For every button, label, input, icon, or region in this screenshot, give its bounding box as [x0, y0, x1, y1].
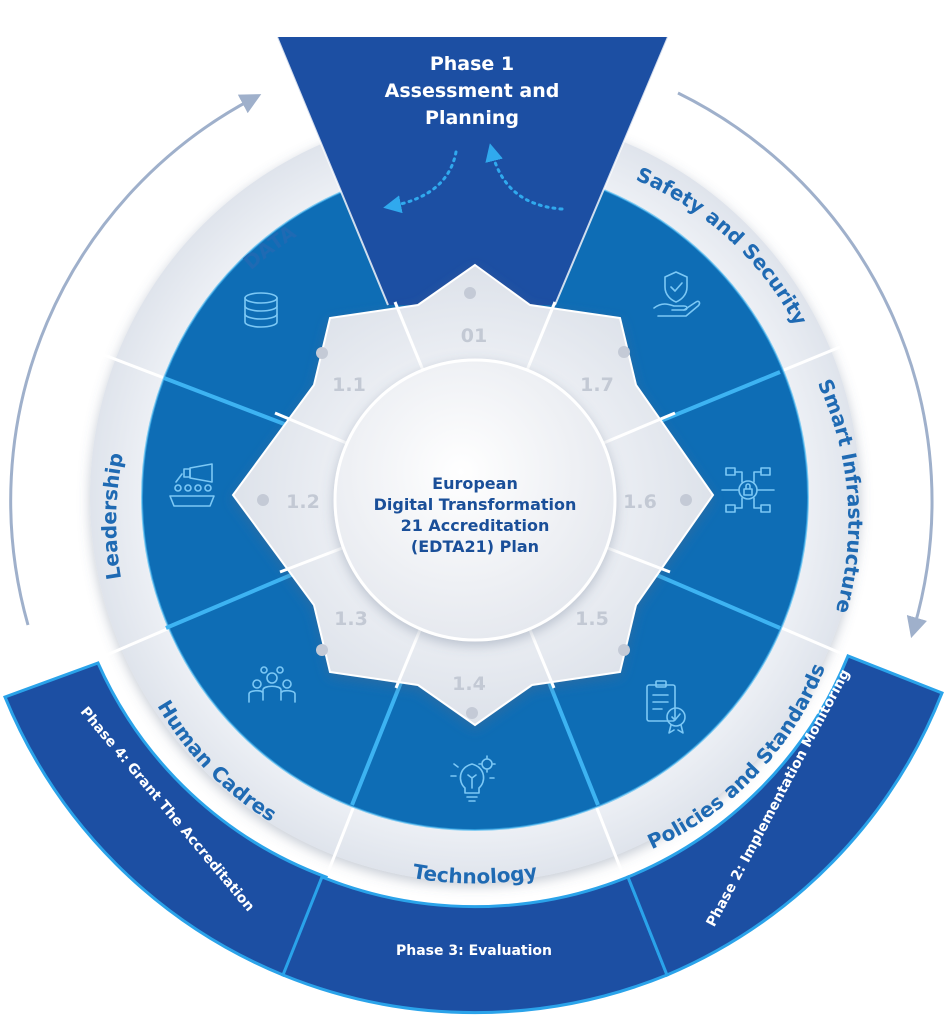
- phase1-line3: Planning: [425, 107, 519, 129]
- center-line-3: 21 Accreditation: [400, 516, 550, 535]
- step-1-4: 1.4: [452, 673, 486, 695]
- phase1-wedge: [277, 37, 668, 305]
- step-01: 01: [461, 325, 487, 347]
- center-title: European Digital Transformation 21 Accre…: [374, 473, 577, 557]
- center-line-4: (EDTA21) Plan: [410, 537, 540, 556]
- cycle-arrow-left: [9, 94, 262, 626]
- center-title-wrap: European Digital Transformation 21 Accre…: [337, 390, 613, 640]
- step-dots: [257, 287, 692, 719]
- center-line-2: Digital Transformation: [373, 495, 577, 514]
- phase1-line2: Assessment and: [385, 80, 560, 102]
- team-people-icon: [248, 666, 296, 703]
- leadership-megaphone-icon: [169, 463, 215, 507]
- certificate-clipboard-icon: [646, 680, 686, 734]
- step-1-3: 1.3: [334, 608, 368, 630]
- network-lock-icon: [721, 467, 775, 513]
- phase1-title: Phase 1: [430, 53, 514, 75]
- cycle-arrow-right: [677, 91, 934, 639]
- center-line-1: European: [432, 474, 518, 493]
- center-circle: [333, 358, 617, 642]
- phase2-band: [626, 654, 944, 977]
- phase1-arrow-left: [383, 150, 458, 214]
- step-1-7: 1.7: [580, 374, 614, 396]
- step-1-2: 1.2: [286, 491, 320, 513]
- shield-hand-icon: [653, 271, 701, 317]
- phase1-arrow-right: [485, 143, 564, 211]
- database-icon: [244, 292, 278, 328]
- phase3-label: Phase 3: Evaluation: [396, 943, 552, 959]
- step-1-1: 1.1: [332, 374, 366, 396]
- step-1-6: 1.6: [623, 491, 657, 513]
- step-1-5: 1.5: [575, 608, 609, 630]
- lightbulb-gear-icon: [450, 755, 496, 802]
